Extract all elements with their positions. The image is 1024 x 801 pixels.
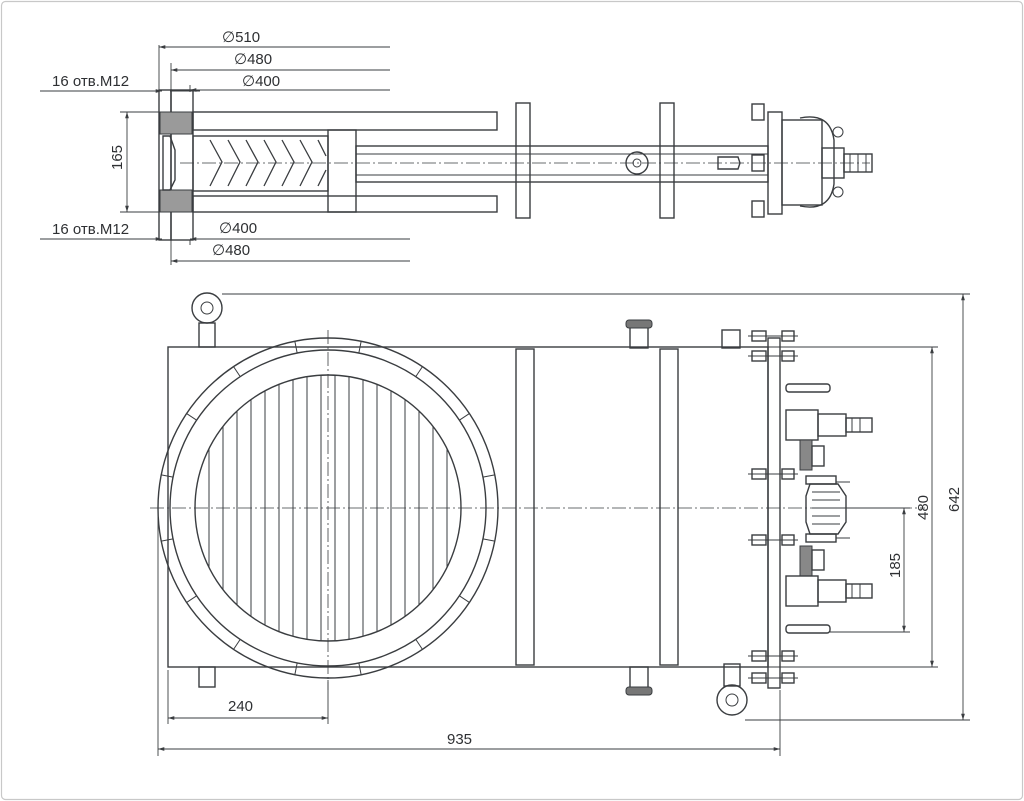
indicator-circle	[625, 151, 649, 175]
bolt-mark	[186, 413, 197, 421]
dim-d400-top-label: ∅400	[242, 73, 280, 90]
end-bolt	[748, 672, 798, 684]
end-bolt-2	[751, 154, 765, 172]
actuator-middle	[805, 475, 850, 543]
dim-240-label: 240	[228, 698, 253, 715]
holes-top-label: 16 отв.M12	[52, 73, 129, 90]
bolt-mark	[358, 341, 362, 354]
flange-bolt-upper	[159, 111, 193, 135]
bolt-mark	[358, 662, 362, 675]
holes-bottom-label: 16 отв.M12	[52, 221, 129, 238]
rod-housing	[355, 145, 769, 183]
rod-post-2	[659, 102, 675, 219]
blade-hatch	[209, 139, 327, 187]
actuator-yoke	[799, 116, 835, 208]
dim-935-label: 935	[447, 731, 472, 748]
top-fitting	[629, 325, 649, 349]
end-bolt	[748, 650, 798, 662]
housing-collar	[327, 129, 357, 213]
front-view-dimensions: 642 480 185 240 935	[157, 293, 970, 756]
housing-bottom	[192, 195, 498, 213]
dim-d510-label: ∅510	[222, 29, 260, 46]
bolt-mark	[482, 474, 495, 478]
end-plate-bolts	[748, 330, 798, 684]
dim-480-label: 480	[915, 495, 932, 520]
bolt-mark	[294, 341, 298, 354]
guide-bar-1	[515, 348, 535, 666]
bolt-mark	[415, 639, 423, 650]
dim-642-label: 642	[946, 487, 963, 512]
dim-d480-top-label: ∅480	[234, 51, 272, 68]
bolt-mark	[294, 662, 298, 675]
guide-bar-2	[659, 348, 679, 666]
end-bolt-3	[751, 200, 765, 218]
end-bolt	[748, 330, 798, 342]
top-view-dimensions: ∅510 ∅480 ∅400 16 отв.M12 165 16 отв.M12…	[40, 29, 410, 265]
rod-post-1	[515, 102, 531, 219]
bolt-mark	[233, 639, 241, 650]
housing-top	[192, 111, 498, 131]
seal-profile	[162, 135, 176, 191]
dim-185-label: 185	[887, 553, 904, 578]
bolt-mark	[186, 595, 197, 603]
dim-d400-bottom-label: ∅400	[219, 220, 257, 237]
actuator-body	[781, 119, 823, 206]
end-bolt	[748, 534, 798, 546]
top-view	[158, 89, 873, 241]
bolt-mark	[459, 595, 470, 603]
actuator-lower	[785, 545, 873, 634]
dim-d480-bottom-label: ∅480	[212, 242, 250, 259]
actuator-upper	[785, 383, 873, 471]
bolt-mark	[415, 366, 423, 377]
bolt-mark	[161, 474, 174, 478]
lifting-eye-right	[716, 684, 748, 716]
end-plate	[767, 337, 781, 689]
flange-bolt-lower	[159, 189, 193, 213]
bolt-mark	[161, 538, 174, 542]
front-view	[150, 292, 925, 716]
bolt-mark	[233, 366, 241, 377]
lifting-eye-left	[191, 292, 223, 324]
dim-165-label: 165	[109, 145, 126, 170]
end-bolt-1	[751, 103, 765, 121]
bolt-mark	[459, 413, 470, 421]
end-bolt	[748, 468, 798, 480]
end-bolt	[748, 350, 798, 362]
gate-blade	[192, 135, 329, 192]
bolt-mark	[482, 538, 495, 542]
lever	[717, 156, 741, 170]
bottom-fitting	[629, 666, 649, 690]
bolt-marks	[161, 341, 495, 675]
